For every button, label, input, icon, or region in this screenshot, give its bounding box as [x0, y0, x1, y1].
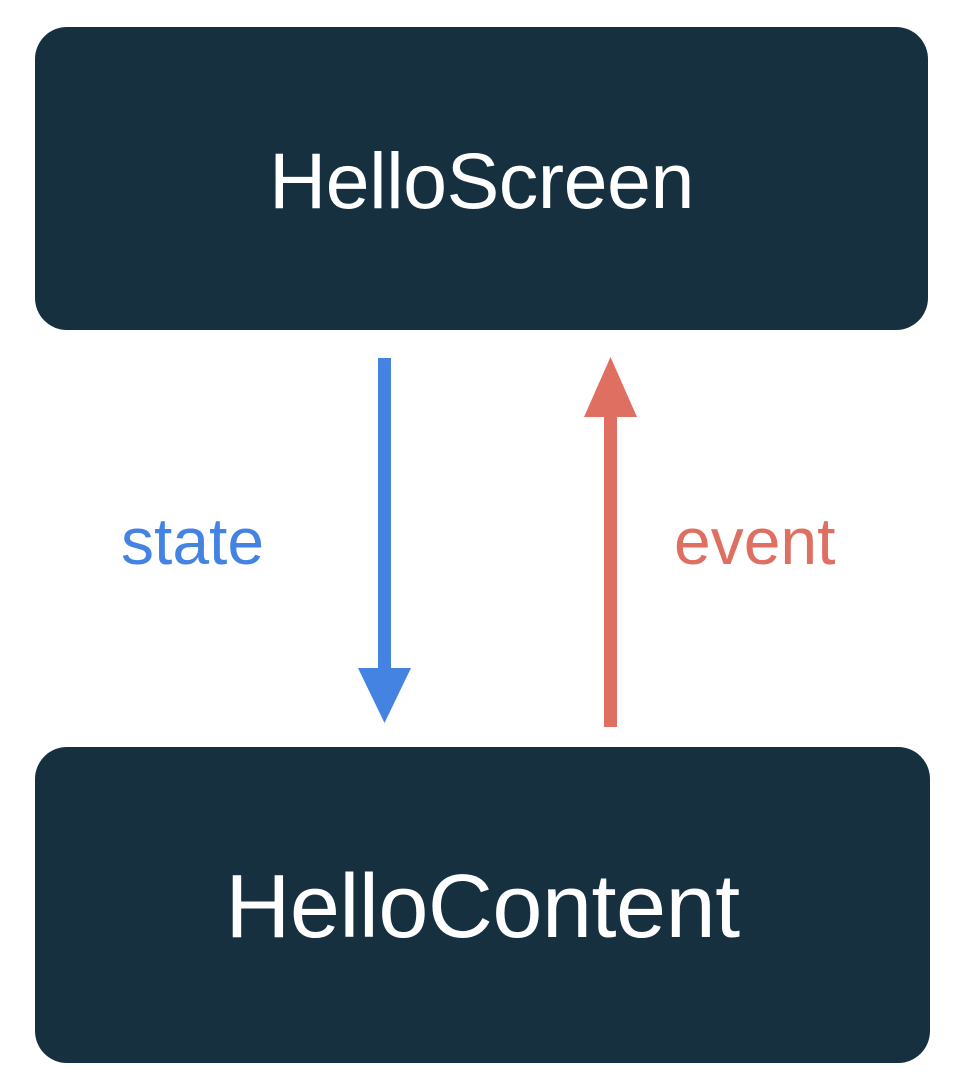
edge-label-state: state	[121, 504, 265, 578]
node-hello-content-label: HelloContent	[225, 857, 740, 957]
edge-state-arrow	[358, 358, 411, 723]
node-hello-screen[interactable]: HelloScreen	[35, 27, 928, 330]
edge-label-event: event	[674, 504, 836, 578]
node-hello-screen-label: HelloScreen	[269, 136, 694, 225]
edge-event-arrow	[584, 357, 637, 727]
node-hello-content[interactable]: HelloContent	[35, 747, 930, 1063]
